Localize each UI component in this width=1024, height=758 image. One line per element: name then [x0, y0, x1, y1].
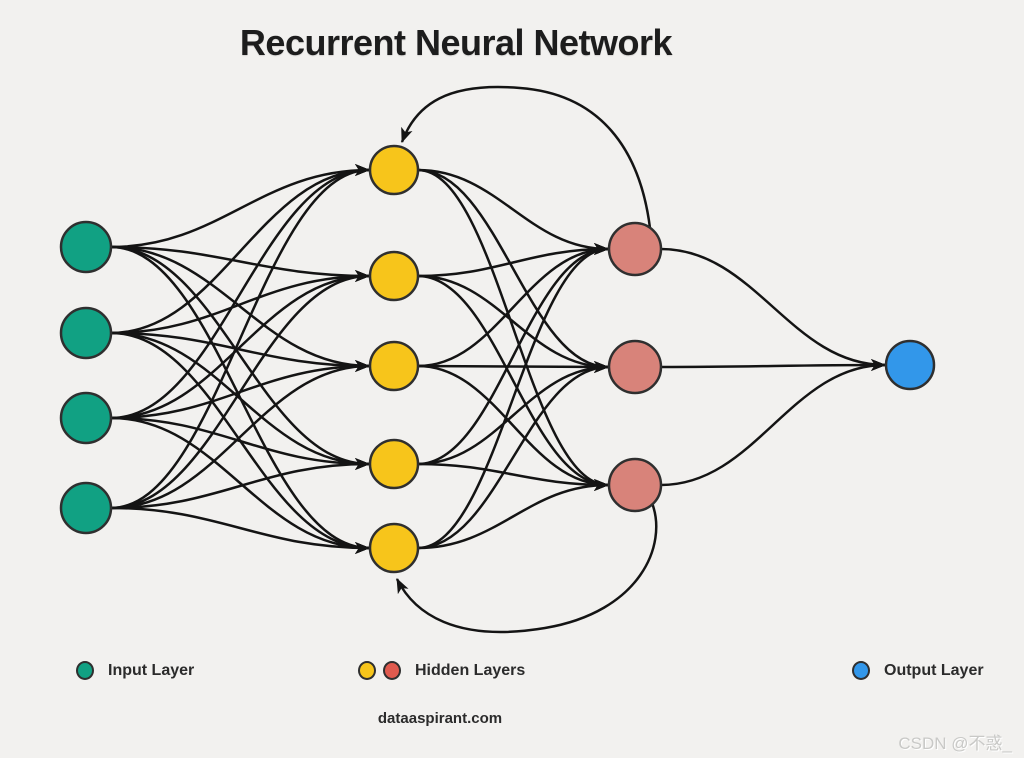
edge-hidden2-2-to-output-1: [660, 359, 887, 372]
edge-input-1-to-hidden1-2: [110, 245, 371, 282]
edge-input-4-to-hidden1-3: [110, 360, 371, 510]
edge-input-4-to-hidden1-5: [110, 506, 371, 554]
edges-group: [110, 85, 887, 634]
edge-input-3-to-hidden1-1: [110, 164, 371, 420]
legend-label-output: Output Layer: [884, 661, 984, 679]
legend-item-hidden-layers: Hidden Layers: [358, 661, 525, 680]
hidden-layer-yellow-dot-icon: [358, 661, 376, 680]
edge-input-2-to-hidden1-4: [110, 331, 371, 470]
input-node-3: [59, 391, 113, 445]
hidden1-node-3: [368, 340, 420, 392]
legend-label-hidden: Hidden Layers: [415, 661, 526, 679]
edge-hidden1-5-to-hidden2-2: [417, 361, 610, 550]
edge-hidden1-3-to-hidden2-1: [417, 243, 610, 368]
output-layer-dot-icon: [852, 661, 870, 680]
watermark-text: CSDN @不惑_: [898, 734, 1012, 753]
edge-hidden1-4-to-hidden2-2: [417, 361, 610, 466]
edge-hidden1-2-to-hidden2-1: [417, 243, 610, 278]
edge-input-4-to-hidden1-2: [110, 270, 371, 510]
footer-website-text: dataaspirant.com: [377, 710, 503, 727]
edge-input-3-to-hidden1-4: [110, 416, 371, 470]
edge-input-3-to-hidden1-2: [110, 270, 371, 420]
edge-input-1-to-hidden1-1: [110, 164, 371, 249]
hidden1-node-2: [368, 250, 420, 302]
hidden2-node-2: [607, 339, 663, 395]
edge-input-2-to-hidden1-2: [110, 270, 371, 335]
recurrent-edge-bottom: [395, 502, 658, 634]
edge-hidden1-2-to-hidden2-3: [417, 274, 610, 491]
edge-hidden1-5-to-hidden2-1: [417, 243, 610, 550]
edge-hidden1-3-to-hidden2-2: [417, 360, 610, 373]
edge-input-4-to-hidden1-1: [110, 164, 371, 510]
hidden1-node-1: [368, 144, 420, 196]
hidden1-node-5: [368, 522, 420, 574]
recurrent-edge-top: [400, 85, 652, 229]
edge-hidden1-2-to-hidden2-2: [417, 274, 610, 373]
edge-input-3-to-hidden1-5: [110, 416, 371, 554]
edge-hidden1-1-to-hidden2-1: [417, 168, 610, 255]
input-node-1: [59, 220, 113, 274]
edge-input-1-to-hidden1-4: [110, 245, 371, 470]
hidden1-node-4: [368, 438, 420, 490]
hidden-layer-red-dot-icon: [383, 661, 401, 680]
edge-input-1-to-hidden1-3: [110, 245, 371, 372]
page-title: Recurrent Neural Network: [239, 22, 673, 63]
output-node-1: [884, 339, 936, 391]
legend-item-input-layer: Input Layer: [76, 661, 194, 680]
edge-hidden1-3-to-hidden2-3: [417, 364, 610, 491]
edge-hidden1-4-to-hidden2-1: [417, 243, 610, 466]
input-node-2: [59, 306, 113, 360]
edge-hidden1-5-to-hidden2-3: [417, 479, 610, 550]
edge-input-4-to-hidden1-4: [110, 458, 371, 510]
edge-hidden2-3-to-output-1: [660, 359, 887, 487]
hidden2-node-3: [607, 457, 663, 513]
edge-hidden1-1-to-hidden2-2: [417, 168, 610, 373]
legend-label-input: Input Layer: [108, 661, 195, 679]
edge-hidden2-1-to-output-1: [660, 247, 887, 371]
edge-hidden1-4-to-hidden2-3: [417, 462, 610, 491]
nodes-group: [59, 144, 936, 574]
hidden2-node-1: [607, 221, 663, 277]
edge-input-2-to-hidden1-1: [110, 164, 371, 335]
edge-input-2-to-hidden1-3: [110, 331, 371, 372]
edge-hidden1-1-to-hidden2-3: [417, 168, 610, 491]
input-layer-dot-icon: [76, 661, 94, 680]
legend-item-output-layer: Output Layer: [852, 661, 984, 680]
input-node-4: [59, 481, 113, 535]
